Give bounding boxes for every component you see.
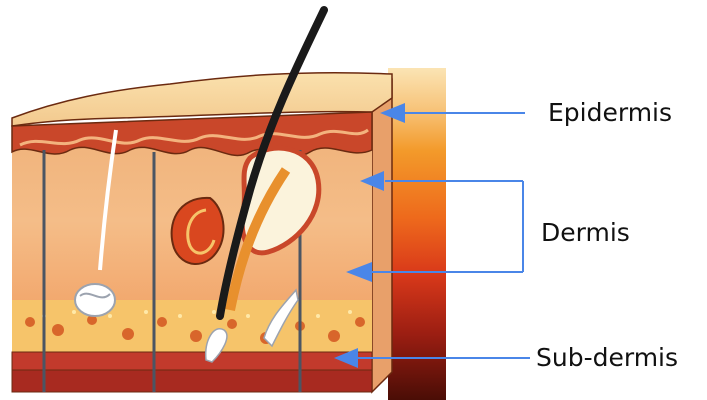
- epidermis-pointer: [380, 103, 525, 123]
- dermis-label: Dermis: [541, 220, 630, 245]
- subdermis-fat-layer: [12, 300, 372, 352]
- subdermis-label: Sub-dermis: [536, 345, 678, 370]
- epidermis-label: Epidermis: [548, 100, 672, 125]
- skin-block-side: [372, 80, 392, 392]
- bottom-band-lower: [12, 370, 372, 392]
- bottom-band: [12, 352, 372, 370]
